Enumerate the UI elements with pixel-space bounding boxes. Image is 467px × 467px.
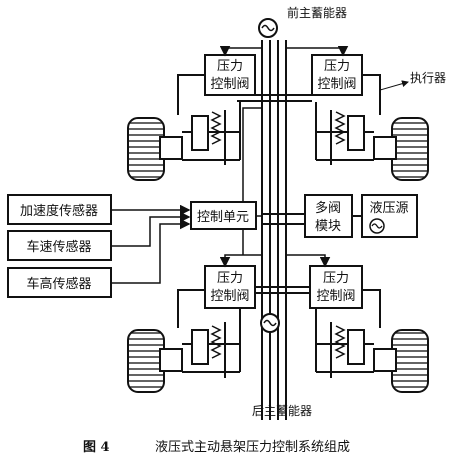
speed-sensor-label: 车速传感器 bbox=[26, 239, 91, 255]
rear-accumulator bbox=[260, 313, 280, 333]
multivalve-module[interactable]: 多阀 模块 bbox=[304, 194, 353, 238]
rear-left-valve[interactable]: 压力 控制阀 bbox=[204, 265, 256, 309]
front-right-valve[interactable]: 压力 控制阀 bbox=[311, 54, 363, 96]
valve-label-line2: 控制阀 bbox=[317, 77, 356, 92]
speed-sensor[interactable]: 车速传感器 bbox=[7, 230, 112, 261]
control-unit[interactable]: 控制单元 bbox=[190, 201, 257, 230]
control-unit-label: 控制单元 bbox=[197, 210, 249, 225]
control-unit-links bbox=[242, 107, 262, 255]
pump[interactable]: 液压源 bbox=[361, 194, 418, 238]
valve-label-line2: 控制阀 bbox=[316, 289, 355, 304]
pump-label: 液压源 bbox=[369, 201, 408, 216]
rear-right-wheel bbox=[373, 329, 429, 393]
figure-number: 图 4 bbox=[83, 440, 110, 455]
actuator-label: 执行器 bbox=[410, 71, 446, 85]
rear-left-wheel bbox=[127, 329, 183, 393]
accel-sensor-label: 加速度传感器 bbox=[20, 203, 98, 219]
valve-label-line2: 控制阀 bbox=[210, 289, 249, 304]
rear-left-suspension bbox=[177, 289, 241, 378]
sensor-signal-lines bbox=[111, 204, 191, 284]
valve-label-line1: 压力 bbox=[323, 271, 349, 286]
front-left-valve[interactable]: 压力 控制阀 bbox=[204, 54, 256, 96]
rear-accumulator-label: 后主蓄能器 bbox=[252, 404, 312, 418]
front-left-wheel bbox=[127, 117, 183, 181]
figure-caption: 液压式主动悬架压力控制系统组成 bbox=[155, 440, 350, 455]
valve-label-line1: 压力 bbox=[217, 271, 243, 286]
valve-label-line2: 控制阀 bbox=[210, 77, 249, 92]
multivalve-label-line2: 模块 bbox=[315, 219, 341, 234]
central-pipes bbox=[261, 40, 287, 420]
front-right-suspension bbox=[315, 74, 409, 165]
height-sensor[interactable]: 车高传感器 bbox=[7, 267, 112, 298]
front-right-wheel bbox=[373, 117, 429, 181]
front-valve-signal-lines bbox=[219, 46, 349, 57]
front-left-suspension bbox=[177, 74, 241, 165]
front-accumulator-label: 前主蓄能器 bbox=[287, 5, 347, 20]
rear-valve-signal-lines bbox=[219, 254, 331, 268]
rear-right-valve[interactable]: 压力 控制阀 bbox=[309, 265, 363, 309]
distribution-lines bbox=[237, 94, 312, 294]
rear-right-suspension bbox=[315, 289, 381, 378]
valve-label-line1: 压力 bbox=[324, 59, 350, 74]
accel-sensor[interactable]: 加速度传感器 bbox=[7, 194, 112, 225]
height-sensor-label: 车高传感器 bbox=[26, 276, 91, 292]
multivalve-label-line1: 多阀 bbox=[315, 200, 341, 216]
front-accumulator bbox=[258, 18, 278, 38]
valve-label-line1: 压力 bbox=[217, 59, 243, 74]
